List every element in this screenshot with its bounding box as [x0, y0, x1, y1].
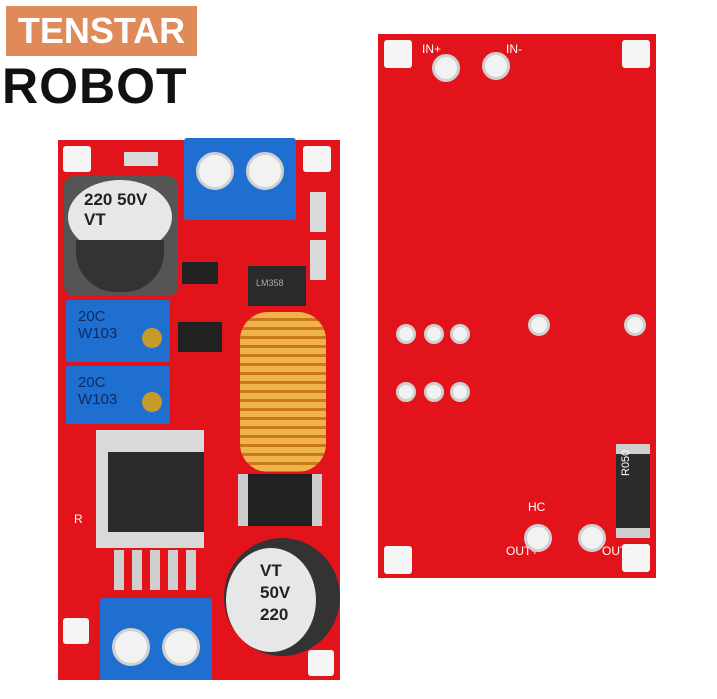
pot-code-text: W103 [78, 391, 118, 408]
capacitor-label: 220 50V VT [84, 190, 164, 250]
capacitor-voltage-text: 50V [260, 583, 291, 602]
mounting-pad [63, 146, 91, 172]
potentiometer: 20C W103 [66, 366, 170, 424]
capacitor-body [226, 548, 316, 652]
silk-label-r: R [74, 512, 83, 526]
mounting-pad [384, 40, 412, 68]
smd-led [310, 240, 326, 280]
label-in-plus: IN+ [422, 42, 442, 56]
electrolytic-capacitor-bottom: VT 50V 220 [224, 538, 340, 656]
label-in-minus: IN- [506, 42, 522, 56]
capacitor-series-text: VT [84, 210, 106, 229]
pot-text: 20C W103 [78, 308, 117, 342]
terminal-screw [196, 152, 234, 190]
via-pad [624, 314, 646, 336]
terminal-screw [112, 628, 150, 666]
via-pad [424, 382, 444, 402]
terminal-screw [246, 152, 284, 190]
mounting-pad [384, 546, 412, 574]
smd-resistor [124, 152, 158, 166]
front-pcb-board: 220 50V VT LM358 20C W103 20C W103 R [58, 138, 340, 680]
mounting-pad [303, 146, 331, 172]
capacitor-value-text: 220 [260, 605, 289, 624]
via-pad [424, 324, 444, 344]
capacitor-voltage-text: 50V [117, 190, 148, 209]
capacitor-value-text: 220 [84, 190, 113, 209]
ic-label: LM358 [256, 278, 284, 288]
pot-adjust-screw [142, 328, 162, 348]
mounting-pad [622, 40, 650, 68]
input-terminal-block [184, 138, 296, 220]
terminal-screw [162, 628, 200, 666]
brand-name-top: TENSTAR [17, 10, 186, 51]
schottky-diode [238, 474, 322, 526]
output-plus-pad [524, 524, 552, 552]
pot-text: 20C W103 [78, 374, 117, 408]
shunt-resistor: R050 [616, 444, 650, 538]
mounting-pad [622, 544, 650, 572]
transistor [178, 322, 222, 352]
pot-code-text: W103 [78, 325, 118, 342]
mounting-pad [308, 650, 334, 676]
back-pcb-board: IN+ IN- OUT+ OUT- HC R050 [378, 34, 656, 578]
ic-chip: LM358 [248, 266, 306, 306]
toroidal-inductor [240, 312, 326, 472]
via-pad [450, 382, 470, 402]
via-pad [396, 382, 416, 402]
via-pad [528, 314, 550, 336]
potentiometer: 20C W103 [66, 300, 170, 362]
brand-name-bottom: ROBOT [2, 58, 188, 114]
output-minus-pad [578, 524, 606, 552]
output-terminal-block [100, 598, 212, 680]
regulator-body [108, 452, 204, 532]
via-pad [450, 324, 470, 344]
pot-value-text: 20C [78, 374, 106, 391]
input-plus-pad [432, 54, 460, 82]
pot-value-text: 20C [78, 308, 106, 325]
brand-logo-box [6, 6, 197, 56]
smd-led [310, 192, 326, 232]
pot-adjust-screw [142, 392, 162, 412]
electrolytic-capacitor-top: 220 50V VT [64, 176, 178, 296]
regulator-leads [114, 550, 198, 590]
mounting-pad [63, 618, 89, 644]
shunt-label: R050 [620, 449, 632, 476]
label-hc: HC [528, 500, 546, 514]
via-pad [396, 324, 416, 344]
capacitor-series-text: VT [260, 561, 282, 580]
label-out-minus: OUT- [602, 544, 631, 558]
capacitor-label: VT 50V 220 [260, 560, 300, 650]
transistor [182, 262, 218, 284]
input-minus-pad [482, 52, 510, 80]
